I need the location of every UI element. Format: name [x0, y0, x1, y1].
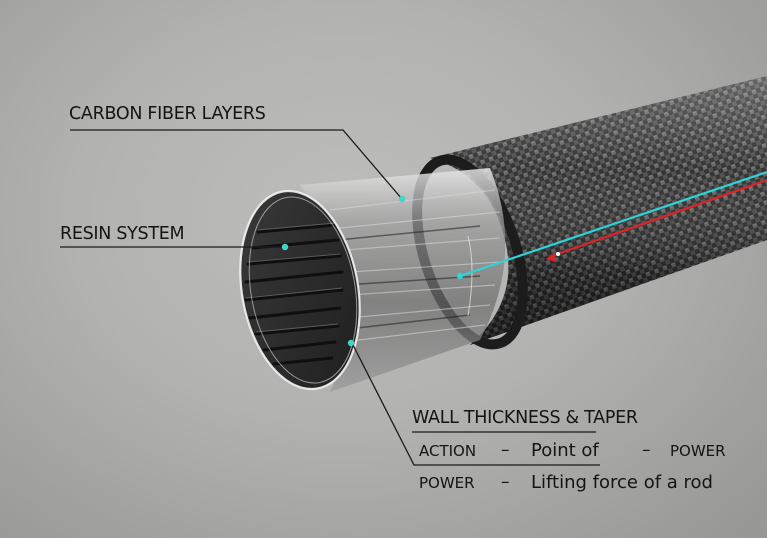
resin-system-marker-dot — [281, 243, 289, 251]
definition-term: ACTION — [419, 442, 477, 460]
callout-wall-thickness-taper: WALL THICKNESS & TAPER — [412, 408, 638, 428]
carbon-fiber-marker-dot — [398, 195, 406, 203]
leader-carbon-fiber — [70, 129, 403, 200]
callout-carbon-fiber-layers: CARBON FIBER LAYERS — [69, 104, 266, 124]
definition-text: Point of — [531, 440, 599, 461]
tube-opening — [239, 189, 361, 391]
leader-wall-thickness — [351, 342, 600, 466]
definition-ref: POWER — [670, 442, 726, 460]
leader-lines — [60, 129, 600, 466]
definition-dash: – — [501, 472, 510, 492]
carbon-outer-layer — [412, 76, 767, 350]
definition-text: Lifting force of a rod — [531, 472, 713, 493]
accent-lines — [456, 170, 767, 280]
wall-thickness-marker-dot — [347, 339, 355, 347]
callout-resin-system: RESIN SYSTEM — [60, 224, 185, 244]
definition-dash: – — [501, 440, 510, 460]
definition-term: POWER — [419, 474, 475, 492]
definition-dash-2: – — [642, 440, 651, 460]
cyan-marker-dot — [456, 272, 464, 280]
red-arrow-marker — [546, 252, 556, 262]
